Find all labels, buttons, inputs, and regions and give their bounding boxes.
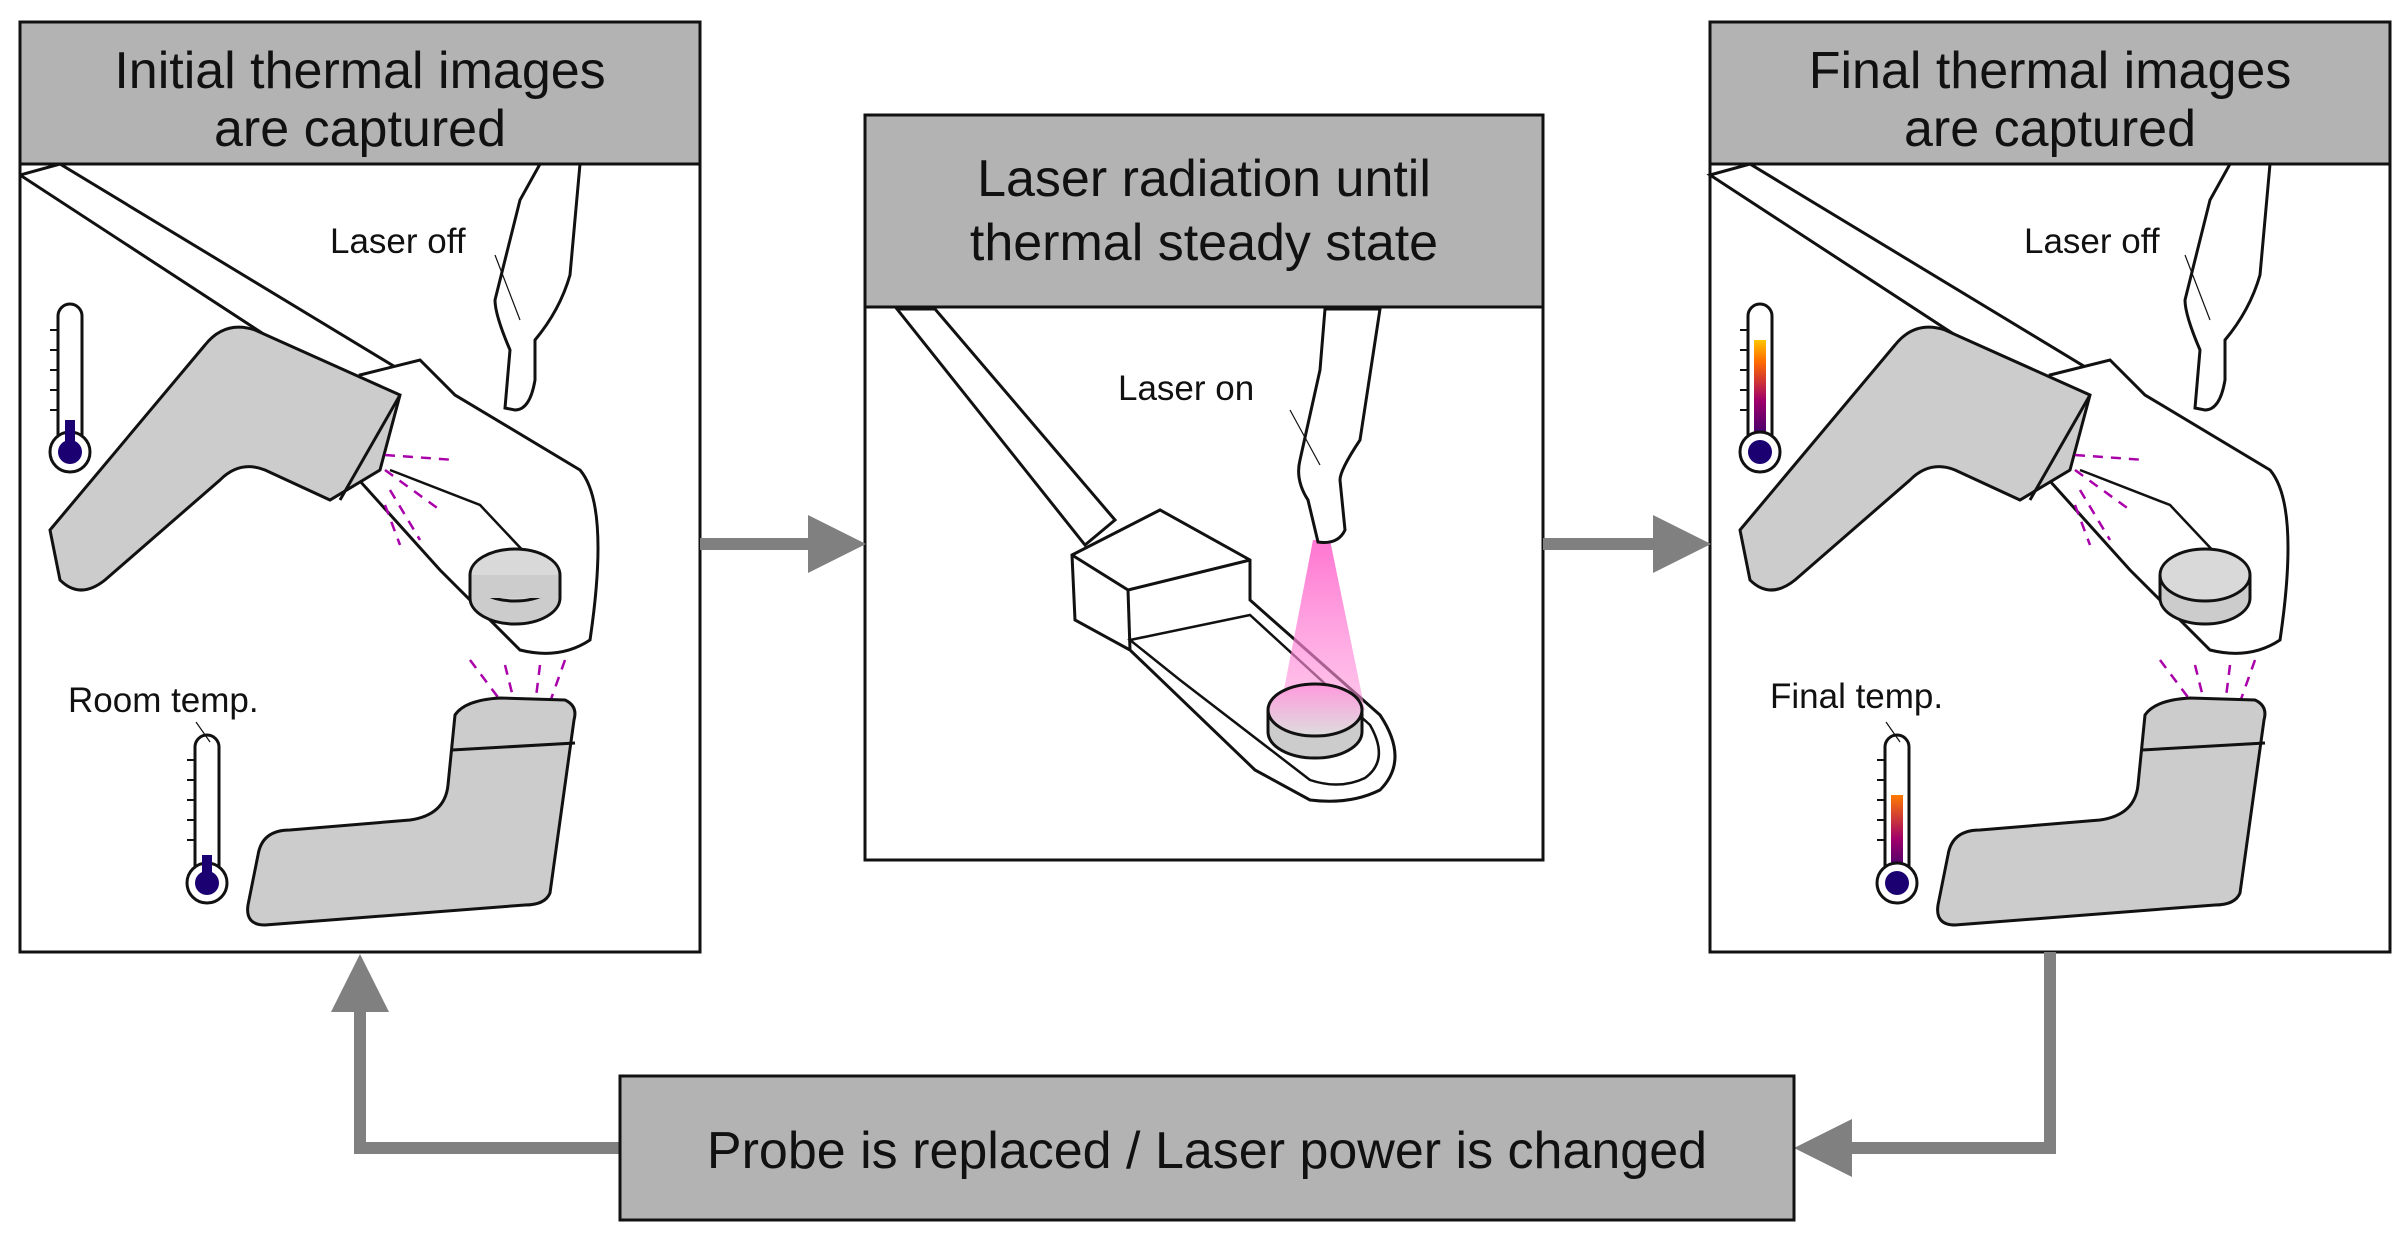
panel-final-header [1708, 20, 2392, 166]
panel-final-temp-callout: Final temp. [1770, 677, 1943, 716]
probe-arm [893, 307, 1118, 548]
panel-final: Final thermal images are captured [1706, 20, 2392, 954]
panel-final-illustration [1706, 162, 2290, 927]
feedback-box: Probe is replaced / Laser power is chang… [618, 1074, 1796, 1222]
ir-rays-top [383, 453, 456, 546]
feedback-label: Probe is replaced / Laser power is chang… [707, 1122, 1707, 1180]
panel-initial-illustration [20, 164, 600, 927]
panel-initial-title-line1: Initial thermal images [114, 42, 605, 100]
panel-initial-laser-callout: Laser off [330, 222, 466, 261]
panel-final-laser-callout: Laser off [2024, 222, 2160, 261]
thermal-camera-bottom [246, 696, 577, 927]
panel-radiation-illustration [893, 307, 1397, 803]
laser-beam [1280, 540, 1365, 710]
laser-head-off [493, 164, 582, 412]
thermal-camera-top [1738, 325, 2092, 592]
arrow-final-to-feedback [1794, 952, 2056, 1177]
panel-initial-temp-callout: Room temp. [68, 681, 259, 720]
panel-initial: Initial thermal images are captured [18, 20, 702, 954]
panel-radiation-header [863, 113, 1545, 309]
arrow-radiation-to-final [1543, 515, 1711, 573]
sample-disk [1266, 682, 1364, 760]
panel-final-title-line1: Final thermal images [1809, 42, 2292, 100]
thermometer-camera-top-hot [1738, 302, 1782, 474]
panel-radiation-title-line1: Laser radiation until [977, 150, 1431, 208]
laser-head-on [1297, 307, 1382, 544]
thermometer-camera-top [48, 302, 92, 474]
thermal-camera-top [48, 325, 402, 592]
laser-head-off [2183, 162, 2272, 412]
thermometer-camera-bottom-hot [1875, 733, 1919, 905]
panel-radiation-title-line2: thermal steady state [970, 214, 1438, 272]
panel-radiation: Laser radiation until thermal steady sta… [863, 113, 1545, 862]
panel-initial-header [18, 20, 702, 166]
panel-initial-title-line2: are captured [214, 100, 506, 158]
thermometer-camera-bottom [185, 733, 229, 905]
ir-rays-bottom [469, 659, 567, 706]
ir-rays-top [2073, 453, 2146, 546]
thermal-camera-bottom [1936, 696, 2267, 927]
arrow-initial-to-radiation [700, 515, 866, 573]
panel-final-title-line2: are captured [1904, 100, 2196, 158]
ir-rays-bottom [2159, 659, 2257, 706]
arrow-feedback-to-initial [331, 954, 620, 1154]
panel-radiation-laser-callout: Laser on [1118, 369, 1254, 408]
